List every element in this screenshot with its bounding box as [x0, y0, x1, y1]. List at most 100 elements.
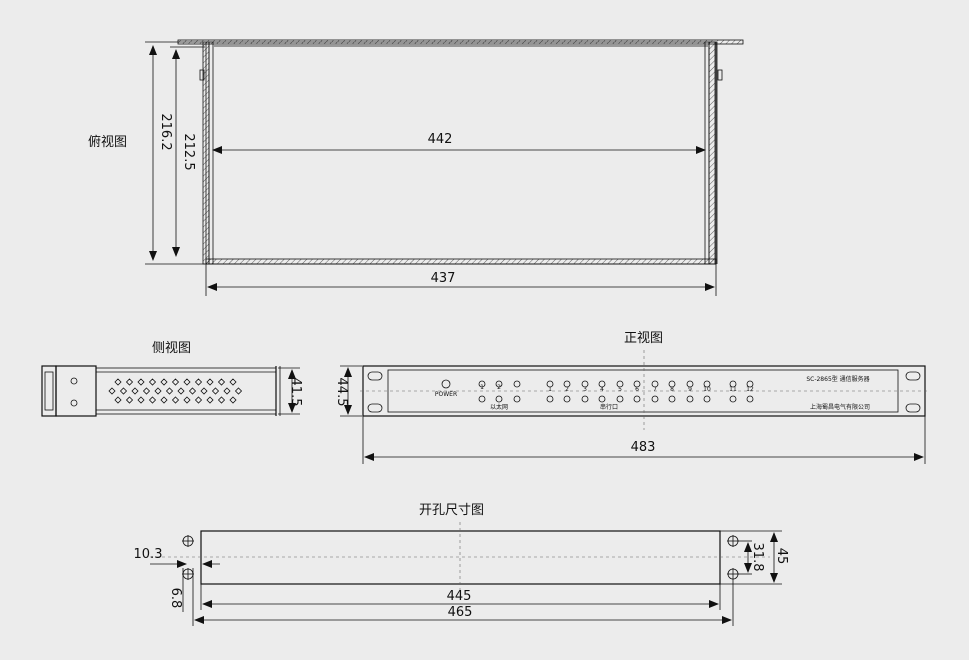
serial-led-icon	[746, 395, 754, 403]
vent-hole-icon	[148, 378, 157, 386]
vent-hole-icon	[177, 387, 185, 395]
serial-led-icon	[668, 395, 676, 403]
dim-216-2: 216.2	[158, 113, 173, 150]
serial-led-icon	[598, 380, 606, 388]
vent-hole-icon	[206, 378, 214, 386]
ethernet-leds	[478, 380, 521, 403]
vent-hole-icon	[229, 396, 237, 404]
eth-led-icon	[478, 395, 486, 403]
serial-number: 8	[670, 386, 674, 393]
vent-hole-icon	[217, 396, 226, 404]
side-view-front-block	[55, 365, 97, 417]
serial-number: 5	[618, 386, 622, 393]
serial-number: 11	[729, 386, 737, 393]
serial-led-icon	[546, 395, 554, 403]
vent-hole-icon	[229, 378, 237, 386]
dim-10-3: 10.3	[134, 547, 163, 562]
top-view-body	[205, 41, 717, 265]
serial-led-icon	[546, 380, 554, 388]
serial-number: 4	[600, 386, 604, 393]
serial-number: 10	[703, 386, 711, 393]
dim-437: 437	[431, 271, 456, 286]
cutout-view: 开孔尺寸图 10.3 6.8 31.8 45	[134, 503, 789, 626]
side-screw-bottom-icon	[70, 399, 78, 407]
serial-number: 9	[688, 386, 692, 393]
vent-hole-icon	[125, 396, 134, 404]
serial-led-icon	[598, 395, 606, 403]
serial-number: 1	[548, 386, 552, 393]
serial-led-icon	[729, 380, 737, 388]
ethernet-label: 以太网	[490, 403, 508, 411]
dim-212-5: 212.5	[181, 133, 196, 170]
eth-number-1: 1	[480, 384, 484, 391]
front-slot-tr-icon	[905, 371, 921, 381]
serial-led-icon	[686, 395, 694, 403]
side-screw-top-icon	[70, 377, 78, 385]
top-view: 俯视图 216.2 212.5 442 437	[88, 39, 744, 296]
serial-led-icon	[703, 395, 711, 403]
front-slot-bl-icon	[367, 403, 383, 413]
eth-led-icon	[478, 380, 486, 388]
vent-hole-icon	[137, 396, 145, 404]
vent-hole-icon	[148, 396, 157, 404]
dim-44-5: 44.5	[334, 378, 349, 407]
vent-hole-icon	[137, 378, 145, 386]
serial-led-icon	[746, 380, 754, 388]
vent-hole-icon	[131, 387, 139, 395]
power-led-icon	[441, 379, 451, 389]
vent-hole-icon	[211, 387, 220, 395]
side-view-title: 侧视图	[152, 341, 191, 356]
vent-hole-icon	[125, 378, 134, 386]
vent-hole-icon	[114, 378, 122, 386]
dim-31-8: 31.8	[750, 543, 765, 572]
eth-number-2: 2	[497, 384, 501, 391]
serial-led-icon	[651, 395, 659, 403]
eth-led-icon	[513, 395, 521, 403]
serial-led-icon	[563, 395, 571, 403]
vent-hole-icon	[108, 387, 116, 395]
serial-led-icon	[616, 395, 624, 403]
vent-hole-icon	[194, 396, 203, 404]
vent-hole-icon	[171, 378, 180, 386]
vent-hole-icon	[188, 387, 197, 395]
vent-hole-icon	[217, 378, 226, 386]
dim-45: 45	[774, 548, 789, 565]
serial-led-icon	[581, 380, 589, 388]
serial-number: 3	[583, 386, 587, 393]
vent-hole-icon	[114, 396, 122, 404]
dim-442: 442	[428, 132, 453, 147]
dim-6-8: 6.8	[168, 588, 183, 609]
serial-led-icon	[729, 395, 737, 403]
eth-led-icon	[513, 380, 521, 388]
vent-hole-icon	[234, 387, 243, 395]
serial-led-icon	[563, 380, 571, 388]
power-label: POWER	[435, 391, 457, 398]
top-view-title: 俯视图	[88, 134, 127, 150]
serial-number: 2	[565, 386, 569, 393]
vent-hole-icon	[183, 378, 191, 386]
serial-led-icon	[616, 380, 624, 388]
vent-hole-icon	[142, 387, 151, 395]
serial-label: 串行口	[600, 403, 618, 411]
serial-led-icon	[686, 380, 694, 388]
vent-hole-icon	[154, 387, 162, 395]
front-view-faceplate	[387, 369, 899, 413]
vent-hole-icon	[160, 396, 168, 404]
vent-hole-icon	[171, 396, 180, 404]
dim-445: 445	[447, 589, 472, 604]
serial-led-icon	[703, 380, 711, 388]
serial-number: 12	[746, 386, 754, 393]
vent-hole-icon	[200, 387, 208, 395]
serial-led-icon	[668, 380, 676, 388]
eth-led-icon	[495, 380, 503, 388]
eth-led-icon	[495, 395, 503, 403]
cutout-rect	[200, 530, 721, 585]
serial-number: 6	[635, 386, 639, 393]
side-view: 侧视图 41.5	[41, 341, 303, 417]
serial-led-icon	[651, 380, 659, 388]
cutout-view-title: 开孔尺寸图	[419, 503, 484, 518]
vent-hole-icon	[119, 387, 128, 395]
dim-465: 465	[448, 605, 473, 620]
